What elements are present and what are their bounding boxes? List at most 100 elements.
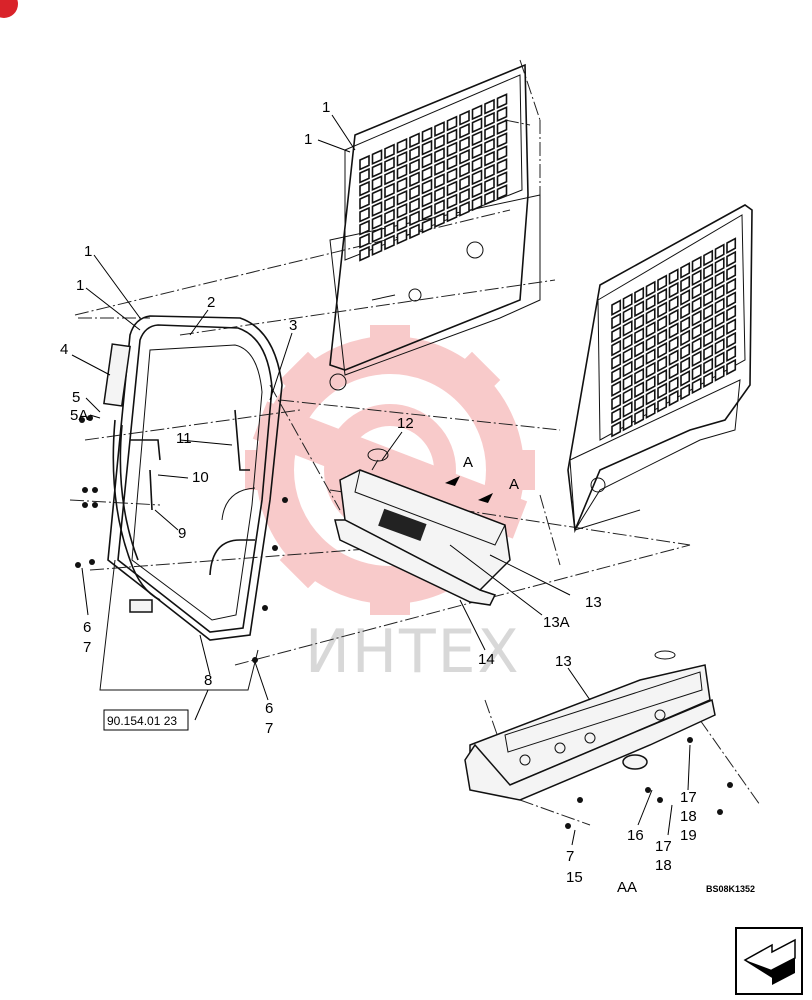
mesh-cell: [459, 122, 470, 139]
mesh-cell: [657, 341, 668, 359]
mesh-cell: [726, 318, 737, 336]
mesh-cell: [484, 163, 495, 180]
mesh-cell: [645, 388, 656, 406]
mesh-cell: [371, 201, 383, 217]
mesh-cell: [680, 356, 691, 374]
seat-assembly-detail: [464, 650, 733, 829]
next-page-arrow-icon[interactable]: [735, 927, 803, 995]
mesh-cell: [714, 337, 725, 355]
mesh-cell: [703, 263, 714, 280]
callout-a-1: A: [463, 454, 473, 471]
callout-7-b: 7: [265, 720, 273, 737]
bolt-set-left: [75, 415, 288, 663]
mesh-cell: [359, 219, 370, 236]
mesh-cell: [691, 282, 702, 300]
mesh-cell: [409, 158, 420, 175]
mesh-cell: [434, 147, 445, 163]
callout-13-b: 13: [555, 653, 572, 670]
mesh-cell: [645, 375, 656, 392]
callout-7-a: 7: [83, 639, 91, 656]
callout-18-a: 18: [680, 808, 697, 825]
mesh-cell: [668, 322, 679, 340]
callout-3: 3: [289, 317, 297, 334]
mesh-cell: [645, 321, 656, 338]
mesh-cell: [703, 303, 714, 321]
mesh-cell: [726, 237, 737, 255]
mesh-cell: [446, 128, 458, 145]
mesh-cell: [668, 268, 679, 286]
mesh-cell: [421, 139, 433, 156]
mesh-cell: [634, 313, 645, 331]
mesh-cell: [396, 228, 408, 245]
mesh-cell: [421, 152, 433, 169]
callout-5: 5: [72, 389, 80, 406]
mesh-cell: [657, 301, 668, 319]
mesh-cell: [714, 351, 725, 369]
mesh-cell: [384, 169, 395, 186]
mesh-cell: [359, 193, 370, 210]
mesh-cell: [668, 281, 679, 299]
mesh-cell: [622, 319, 633, 337]
mesh-cell: [691, 269, 702, 287]
mesh-cell: [668, 362, 679, 380]
mesh-cell: [459, 161, 470, 178]
rear-panel-upper: [329, 63, 541, 391]
callout-1-b: 1: [304, 131, 312, 148]
mesh-cell: [634, 381, 645, 399]
callout-10: 10: [192, 469, 209, 486]
callout-12: 12: [397, 415, 414, 432]
mesh-cell: [371, 149, 383, 165]
mesh-cell: [434, 134, 445, 150]
mesh-grid-right: [611, 237, 737, 438]
mesh-cell: [446, 193, 458, 210]
mesh-cell: [703, 317, 714, 334]
mesh-cell: [657, 395, 668, 413]
seat-assembly-upper: [334, 448, 511, 606]
view-label-aa: AA: [617, 879, 637, 896]
mesh-cell: [726, 345, 737, 363]
mesh-cell: [714, 364, 725, 382]
mesh-cell: [446, 141, 458, 158]
mesh-cell: [726, 264, 737, 282]
rear-panel-right: [567, 204, 753, 534]
mesh-cell: [409, 197, 420, 214]
callout-6-b: 6: [265, 700, 273, 717]
mesh-cell: [396, 163, 408, 180]
mesh-cell: [409, 223, 420, 240]
mesh-cell: [371, 175, 383, 191]
mesh-cell: [691, 350, 702, 368]
mesh-cell: [384, 234, 395, 251]
mesh-cell: [634, 286, 645, 304]
mesh-cell: [421, 126, 433, 143]
callout-1-a: 1: [322, 99, 330, 116]
mesh-cell: [459, 109, 470, 126]
mesh-cell: [657, 314, 668, 332]
mesh-cell: [611, 326, 622, 344]
callout-4: 4: [60, 341, 68, 358]
mesh-cell: [396, 215, 408, 232]
mesh-cell: [611, 366, 622, 384]
callout-a-2: A: [509, 476, 519, 493]
mesh-cell: [359, 245, 370, 262]
mesh-cell: [680, 288, 691, 306]
watermark-logo: [245, 325, 535, 615]
mesh-cell: [634, 367, 645, 385]
mesh-cell: [471, 143, 483, 160]
callout-18-b: 18: [655, 857, 672, 874]
callout-17-b: 17: [655, 838, 672, 855]
mesh-cell: [434, 173, 445, 189]
mesh-cell: [622, 373, 633, 391]
mesh-cell: [726, 291, 737, 309]
mesh-cell: [359, 167, 370, 184]
mesh-cell: [611, 393, 622, 411]
mesh-cell: [634, 354, 645, 372]
mesh-cell: [496, 106, 508, 122]
mesh-cell: [668, 389, 679, 407]
mesh-cell: [384, 195, 395, 212]
bolt-set-detail: [565, 737, 733, 829]
mesh-cell: [668, 376, 679, 394]
mesh-cell: [668, 308, 679, 326]
mesh-cell: [396, 202, 408, 219]
mesh-cell: [446, 115, 458, 132]
